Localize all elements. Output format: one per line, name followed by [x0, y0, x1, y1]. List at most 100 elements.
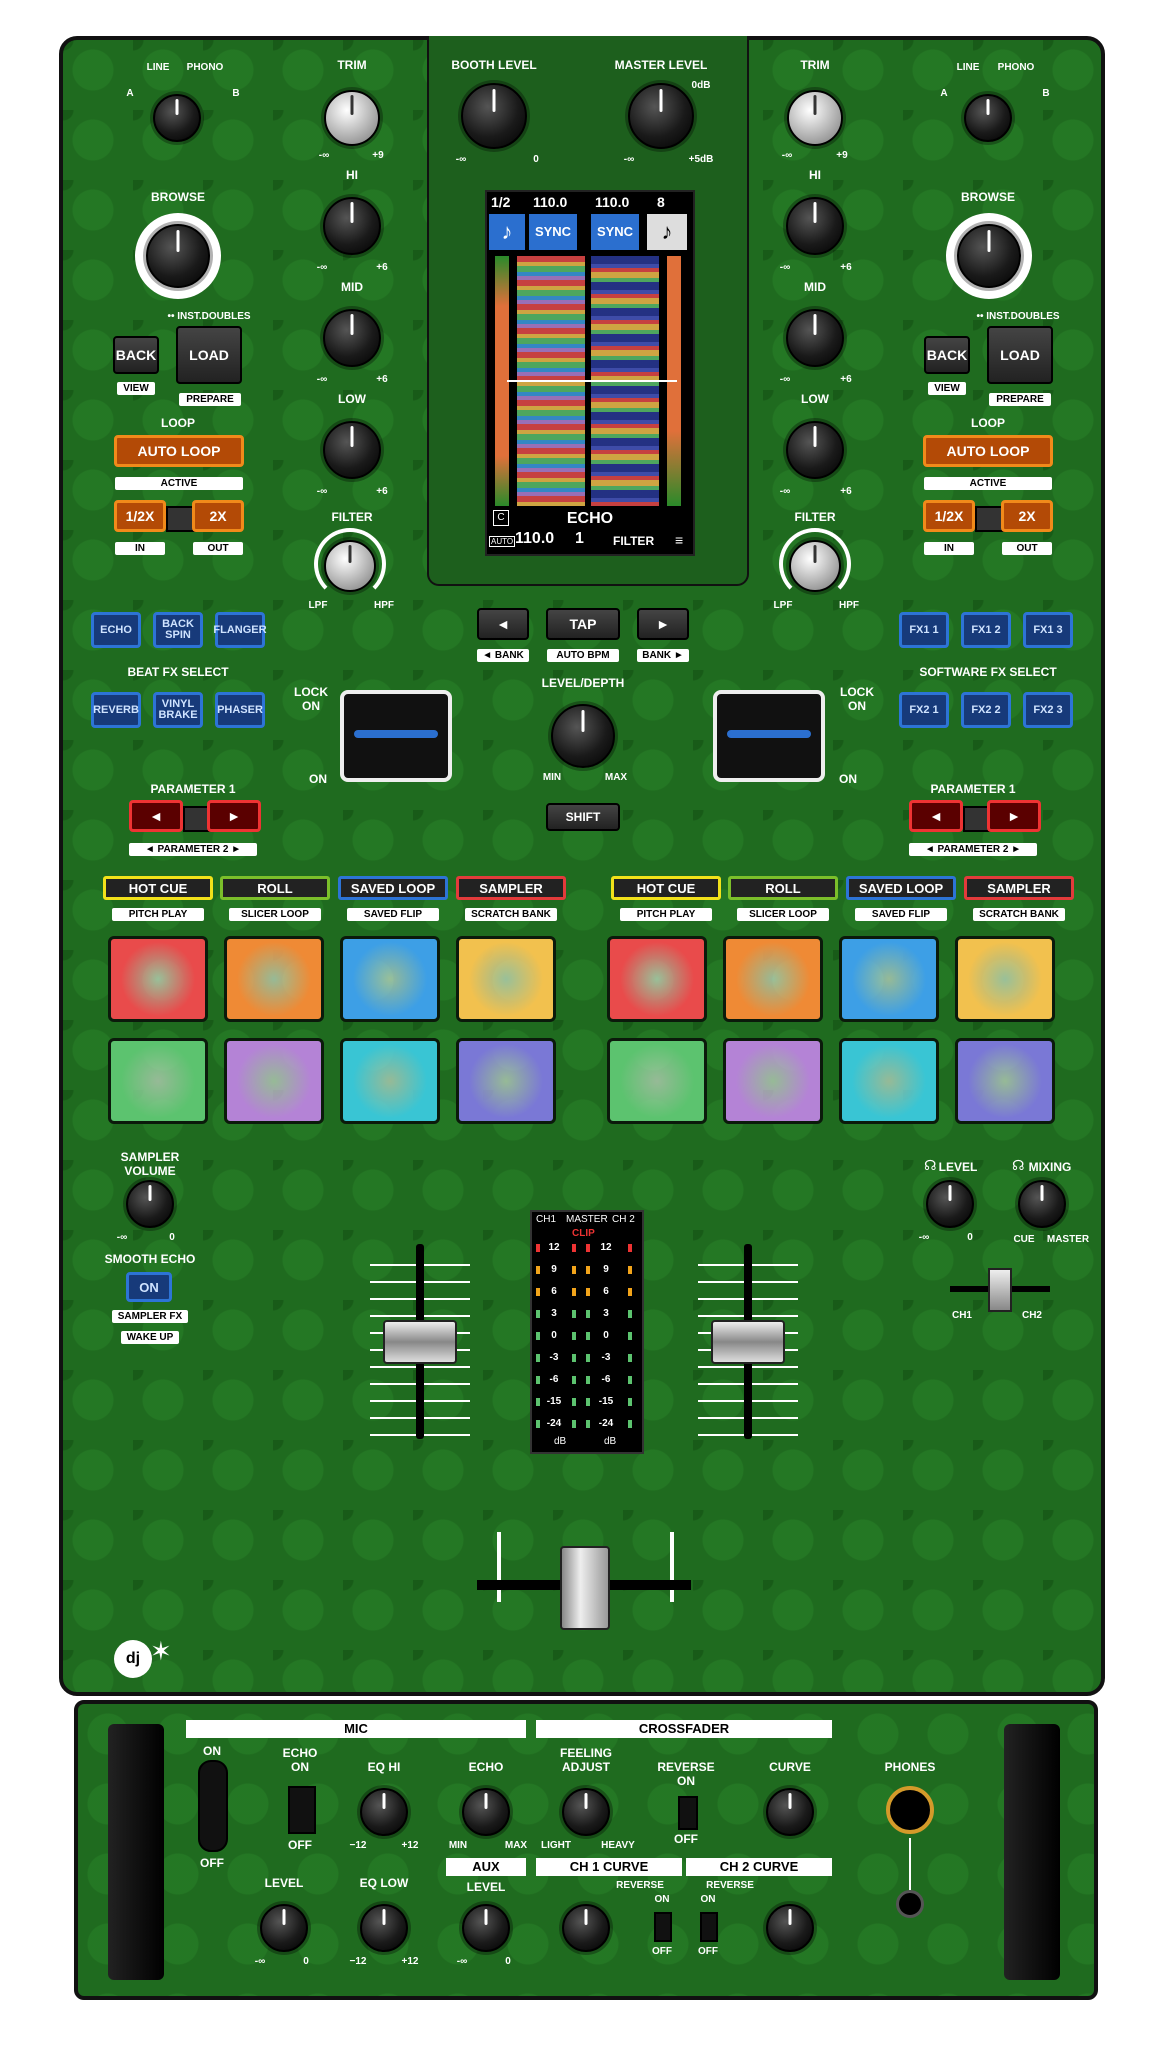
ch2-curve-knob[interactable]	[766, 1904, 814, 1952]
right-mode-roll-button[interactable]: ROLL	[728, 876, 838, 900]
left-half-loop-button[interactable]: 1/2X	[114, 500, 166, 532]
left-performance-pad-5[interactable]	[108, 1038, 208, 1124]
left-param-right-button[interactable]: ►	[207, 800, 261, 832]
left-performance-pad-2[interactable]	[224, 936, 324, 1022]
left-performance-pad-4[interactable]	[456, 936, 556, 1022]
right-param-left-button[interactable]: ◄	[909, 800, 963, 832]
left-performance-pad-3[interactable]	[340, 936, 440, 1022]
bank-left-button[interactable]: ◄	[477, 608, 529, 640]
left-low-knob[interactable]	[323, 421, 381, 479]
ch1-curve-knob[interactable]	[562, 1904, 610, 1952]
left-hi-knob[interactable]	[323, 197, 381, 255]
crossfader-cap[interactable]	[560, 1546, 610, 1630]
beat-fx-flanger-button[interactable]: FLANGER	[213, 612, 267, 648]
left-note-icon[interactable]: ♪	[489, 214, 525, 250]
left-sync-button[interactable]: SYNC	[529, 214, 577, 250]
headphone-mixing-knob[interactable]	[1018, 1180, 1066, 1228]
crossfader-reverse-switch[interactable]	[678, 1796, 698, 1830]
software-fx2-3-button[interactable]: FX2 3	[1023, 692, 1073, 728]
right-filter-knob[interactable]	[789, 540, 841, 592]
mic-echo-switch[interactable]	[288, 1786, 316, 1834]
left-back-button[interactable]: BACK	[113, 336, 159, 374]
headphone-level-knob[interactable]	[926, 1180, 974, 1228]
sampler-volume-knob[interactable]	[126, 1180, 174, 1228]
beat-fx-backspin-button[interactable]: BACK SPIN	[153, 612, 203, 648]
right-performance-pad-5[interactable]	[607, 1038, 707, 1124]
left-browse-knob[interactable]	[146, 224, 210, 288]
right-fx-paddle[interactable]	[713, 690, 825, 782]
right-performance-pad-7[interactable]	[839, 1038, 939, 1124]
right-sync-button[interactable]: SYNC	[591, 214, 639, 250]
left-performance-pad-6[interactable]	[224, 1038, 324, 1124]
right-load-button[interactable]: LOAD	[987, 326, 1053, 384]
right-loop-slider[interactable]	[975, 506, 1005, 532]
right-performance-pad-6[interactable]	[723, 1038, 823, 1124]
left-mode-saved-loop-button[interactable]: SAVED LOOP	[338, 876, 448, 900]
touch-display[interactable]: 1/2 110.0 110.0 8 ♪ SYNC SYNC ♪ C ECHO A…	[485, 190, 695, 556]
beat-fx-reverb-button[interactable]: REVERB	[91, 692, 141, 728]
right-mode-saved-loop-button[interactable]: SAVED LOOP	[846, 876, 956, 900]
right-performance-pad-8[interactable]	[955, 1038, 1055, 1124]
mic-eq-low-knob[interactable]	[360, 1904, 408, 1952]
left-mode-sampler-button[interactable]: SAMPLER	[456, 876, 566, 900]
right-param-right-button[interactable]: ►	[987, 800, 1041, 832]
right-half-loop-button[interactable]: 1/2X	[923, 500, 975, 532]
right-input-selector[interactable]	[964, 94, 1012, 142]
left-double-loop-button[interactable]: 2X	[192, 500, 244, 532]
right-hi-knob[interactable]	[786, 197, 844, 255]
software-fx2-2-button[interactable]: FX2 2	[961, 692, 1011, 728]
ch1-reverse-switch[interactable]	[654, 1912, 672, 1942]
right-mode-sampler-button[interactable]: SAMPLER	[964, 876, 1074, 900]
right-low-knob[interactable]	[786, 421, 844, 479]
ch2-reverse-switch[interactable]	[700, 1912, 718, 1942]
left-mid-knob[interactable]	[323, 309, 381, 367]
ch2-fader-cap[interactable]	[711, 1320, 785, 1364]
left-mode-roll-button[interactable]: ROLL	[220, 876, 330, 900]
right-auto-loop-button[interactable]: AUTO LOOP	[923, 435, 1053, 467]
mic-on-off-lever[interactable]	[198, 1760, 228, 1852]
software-fx1-2-button[interactable]: FX1 2	[961, 612, 1011, 648]
phones-jack-small[interactable]	[896, 1890, 924, 1918]
booth-level-knob[interactable]	[461, 83, 527, 149]
level-depth-knob[interactable]	[551, 704, 615, 768]
left-trim-knob[interactable]	[324, 90, 380, 146]
right-mode-hot-cue-button[interactable]: HOT CUE	[611, 876, 721, 900]
tap-button[interactable]: TAP	[546, 608, 620, 640]
smooth-echo-on-button[interactable]: ON	[126, 1272, 172, 1302]
left-fx-paddle[interactable]	[340, 690, 452, 782]
bank-right-button[interactable]: ►	[637, 608, 689, 640]
phones-jack-large[interactable]	[886, 1786, 934, 1834]
master-level-knob[interactable]	[628, 83, 694, 149]
mic-level-knob[interactable]	[260, 1904, 308, 1952]
beat-fx-phaser-button[interactable]: PHASER	[215, 692, 265, 728]
software-fx1-1-button[interactable]: FX1 1	[899, 612, 949, 648]
mic-echo-knob[interactable]	[462, 1788, 510, 1836]
menu-icon[interactable]: ≡	[675, 532, 684, 548]
right-performance-pad-2[interactable]	[723, 936, 823, 1022]
right-performance-pad-4[interactable]	[955, 936, 1055, 1022]
right-mid-knob[interactable]	[786, 309, 844, 367]
beat-fx-echo-button[interactable]: ECHO	[91, 612, 141, 648]
left-filter-knob[interactable]	[324, 540, 376, 592]
shift-button[interactable]: SHIFT	[546, 803, 620, 831]
left-performance-pad-1[interactable]	[108, 936, 208, 1022]
right-performance-pad-3[interactable]	[839, 936, 939, 1022]
crossfader-curve-knob[interactable]	[766, 1788, 814, 1836]
ch1-fader-cap[interactable]	[383, 1320, 457, 1364]
right-trim-knob[interactable]	[787, 90, 843, 146]
right-double-loop-button[interactable]: 2X	[1001, 500, 1053, 532]
left-input-selector[interactable]	[153, 94, 201, 142]
software-fx1-3-button[interactable]: FX1 3	[1023, 612, 1073, 648]
beat-fx-vinylbrake-button[interactable]: VINYL BRAKE	[153, 692, 203, 728]
left-performance-pad-7[interactable]	[340, 1038, 440, 1124]
left-performance-pad-8[interactable]	[456, 1038, 556, 1124]
left-load-button[interactable]: LOAD	[176, 326, 242, 384]
right-back-button[interactable]: BACK	[924, 336, 970, 374]
left-param-left-button[interactable]: ◄	[129, 800, 183, 832]
software-fx2-1-button[interactable]: FX2 1	[899, 692, 949, 728]
right-note-icon[interactable]: ♪	[647, 214, 687, 250]
left-mode-hot-cue-button[interactable]: HOT CUE	[103, 876, 213, 900]
right-param-slider[interactable]	[963, 806, 991, 832]
aux-level-knob[interactable]	[462, 1904, 510, 1952]
right-performance-pad-1[interactable]	[607, 936, 707, 1022]
